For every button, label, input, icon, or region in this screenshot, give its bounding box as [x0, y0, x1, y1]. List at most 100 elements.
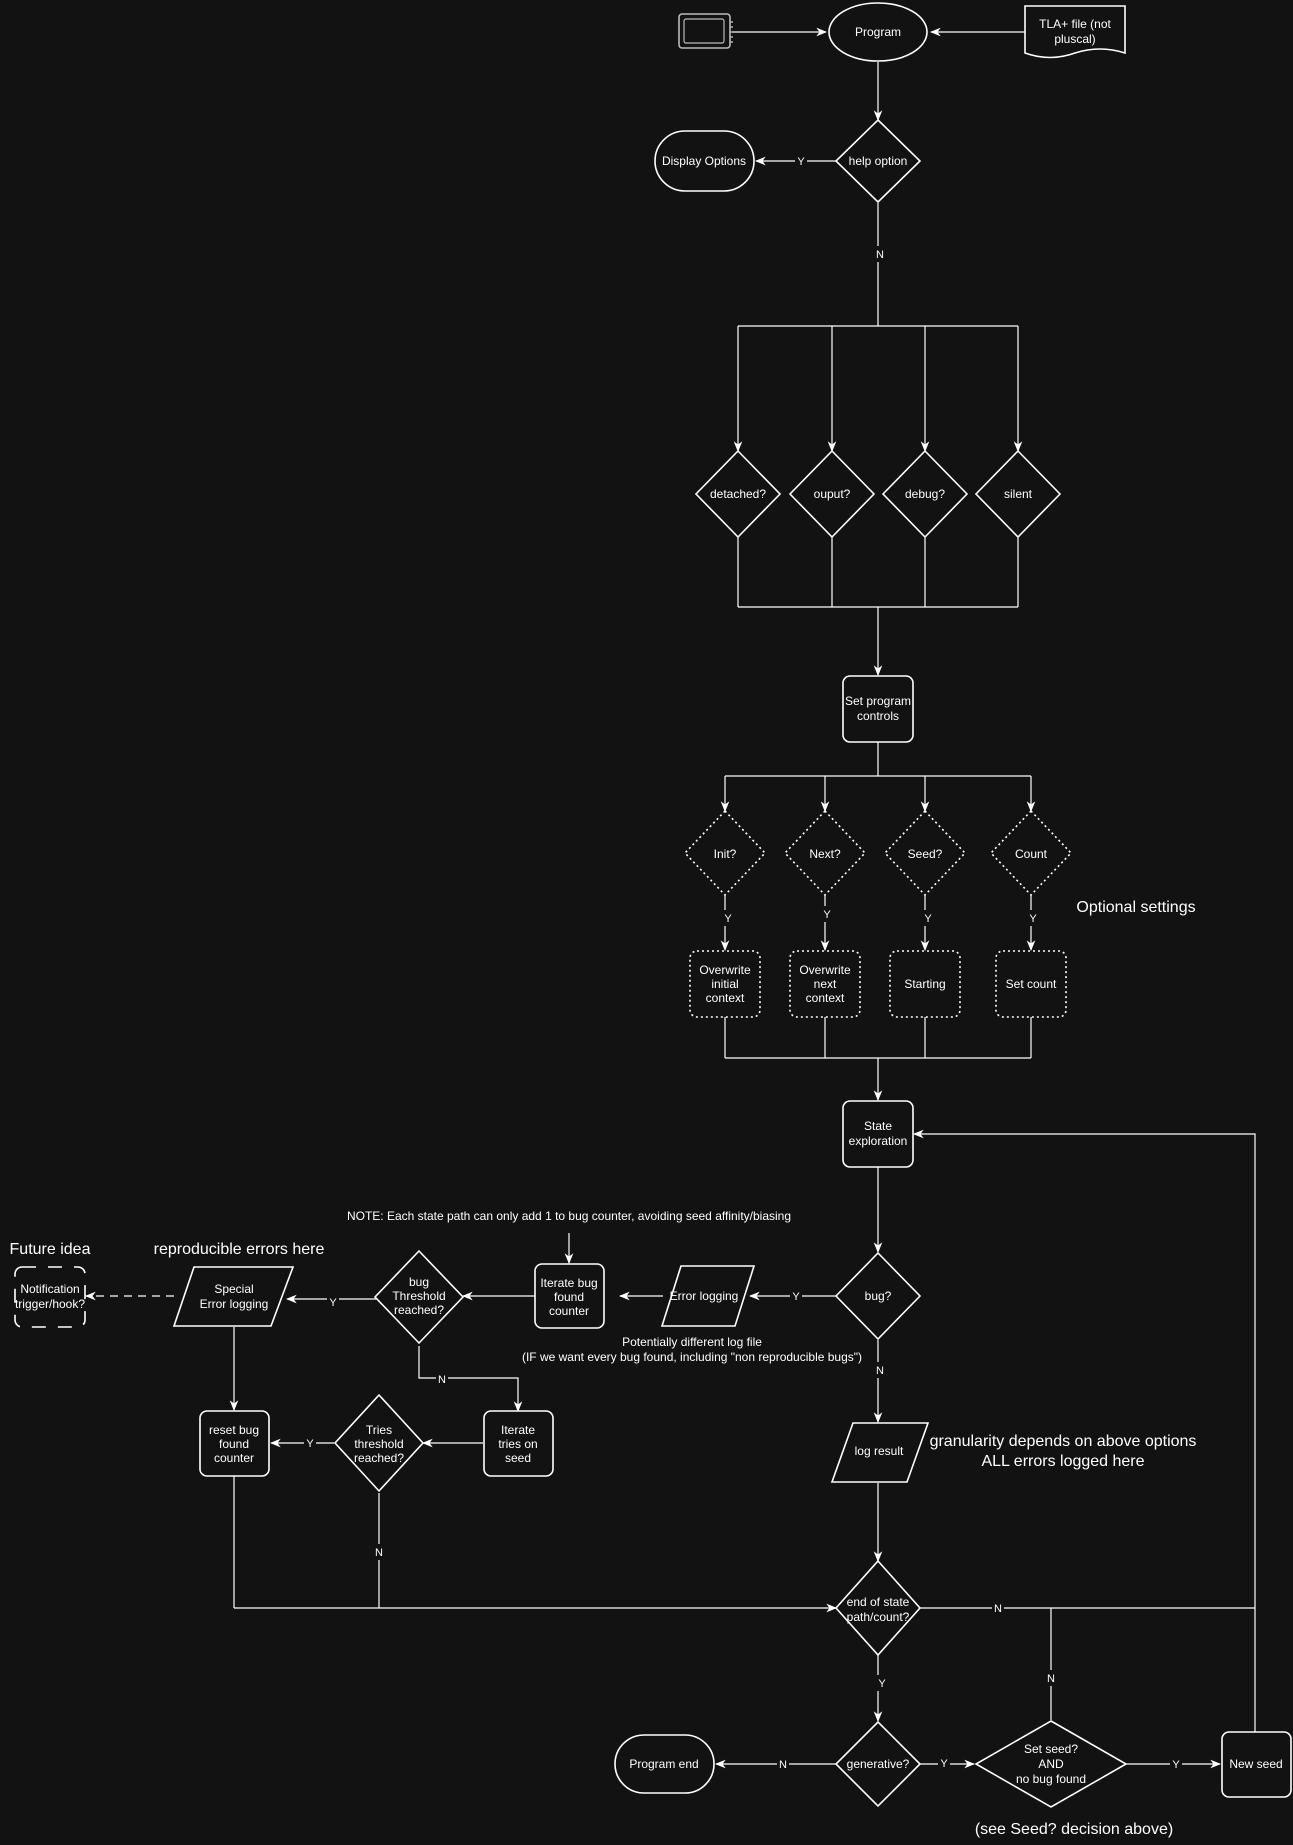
seed-label: Seed?: [908, 847, 943, 861]
set-seed-decision: Set seed? AND no bug found: [974, 1720, 1128, 1808]
notification-label-1: Notification: [20, 1282, 79, 1296]
edge-label-n: N: [375, 1547, 383, 1559]
overwrite-initial-context-node: Overwrite initial context: [689, 950, 761, 1018]
optional-settings-annotation: Optional settings: [1076, 899, 1195, 916]
overwrite-next-context-node: Overwrite next context: [789, 950, 861, 1018]
bug-threshold-label-3: reached?: [394, 1303, 444, 1317]
edge-label-n: N: [438, 1374, 446, 1386]
program-end-label: Program end: [629, 1757, 698, 1771]
iterate-tries-node: Iterate tries on seed: [483, 1410, 554, 1477]
end-state-path-decision: end of state path/count?: [834, 1559, 922, 1657]
edge-label-y: Y: [1029, 913, 1037, 925]
special-logging-label-1: Special: [214, 1282, 253, 1296]
reset-bug-label-2: found: [219, 1437, 249, 1451]
iterate-bug-counter-node: Iterate bug found counter: [534, 1263, 605, 1329]
connectors: [84, 27, 1256, 1769]
debug-label: debug?: [905, 487, 945, 501]
ow-next-label-3: context: [806, 991, 845, 1005]
program-label: Program: [855, 25, 901, 39]
iterate-bug-label-3: counter: [549, 1304, 589, 1318]
log-file-annotation-1: Potentially different log file: [622, 1335, 762, 1349]
set-program-controls-node: Set program controls: [842, 675, 914, 743]
debug-decision: debug?: [881, 449, 969, 539]
reproducible-errors-annotation: reproducible errors here: [154, 1241, 325, 1258]
edge-label-n: N: [1047, 1673, 1055, 1685]
new-seed-node: New seed: [1221, 1731, 1292, 1798]
tla-file-node: TLA+ file (not pluscal): [1024, 5, 1126, 59]
notification-hook-node: Notification trigger/hook?: [14, 1266, 86, 1328]
ow-init-label-1: Overwrite: [699, 963, 751, 977]
ssd-icon: [678, 13, 733, 49]
ow-init-label-2: initial: [711, 977, 738, 991]
tries-threshold-label-1: Tries: [366, 1423, 392, 1437]
program-end-node: Program end: [614, 1734, 715, 1794]
help-option-decision: help option: [834, 118, 922, 204]
tla-file-label-2: pluscal): [1054, 32, 1095, 46]
state-exploration-label-1: State: [864, 1119, 892, 1133]
iterate-tries-label-3: seed: [505, 1451, 531, 1465]
reset-bug-counter-node: reset bug found counter: [199, 1410, 270, 1477]
set-seed-label-3: no bug found: [1016, 1772, 1086, 1786]
edge-label-n: N: [994, 1603, 1002, 1615]
edge-label-n: N: [779, 1759, 787, 1771]
silent-decision: silent: [974, 449, 1062, 539]
edge-label-y: Y: [924, 913, 932, 925]
granularity-annotation-1: granularity depends on above options: [930, 1433, 1197, 1450]
error-logging-label: Error logging: [670, 1289, 739, 1303]
ow-next-label-2: next: [814, 977, 837, 991]
bug-threshold-decision: bug Threshold reached?: [373, 1249, 465, 1345]
starting-node: Starting: [889, 950, 961, 1018]
state-exploration-node: State exploration: [842, 1100, 914, 1168]
next-decision: Next?: [783, 809, 867, 897]
next-label: Next?: [809, 847, 841, 861]
iterate-bug-label-1: Iterate bug: [540, 1276, 597, 1290]
ouput-label: ouput?: [814, 487, 851, 501]
reset-bug-label-1: reset bug: [209, 1423, 259, 1437]
program-node: Program: [828, 2, 928, 62]
set-controls-label-2: controls: [857, 709, 899, 723]
edge-label-n: N: [876, 249, 884, 261]
seed-decision: Seed?: [883, 809, 967, 897]
log-result-label: log result: [855, 1444, 904, 1458]
bug-label: bug?: [865, 1289, 892, 1303]
note-annotation: NOTE: Each state path can only add 1 to …: [347, 1209, 791, 1223]
edge-label-y: Y: [1172, 1759, 1180, 1771]
edge-label-y: Y: [792, 1291, 800, 1303]
state-exploration-label-2: exploration: [849, 1134, 908, 1148]
edge-label-y: Y: [878, 1678, 886, 1690]
edge-label-y: Y: [306, 1438, 314, 1450]
ouput-decision: ouput?: [788, 449, 876, 539]
tries-threshold-decision: Tries threshold reached?: [333, 1393, 425, 1493]
display-options-node: Display Options: [654, 130, 755, 192]
special-error-logging-node: Special Error logging: [172, 1266, 295, 1327]
display-options-label: Display Options: [662, 154, 746, 168]
tries-threshold-label-2: threshold: [354, 1437, 403, 1451]
edge-label-y: Y: [823, 909, 831, 921]
bug-decision: bug?: [834, 1251, 922, 1341]
granularity-annotation-2: ALL errors logged here: [981, 1453, 1144, 1470]
tla-file-label-1: TLA+ file (not: [1039, 17, 1111, 31]
future-idea-annotation: Future idea: [10, 1241, 91, 1258]
log-result-node: log result: [830, 1422, 930, 1483]
generative-decision: generative?: [834, 1720, 922, 1808]
edge-label-y: Y: [797, 156, 805, 168]
notification-label-2: trigger/hook?: [15, 1297, 85, 1311]
error-logging-node: Error logging: [660, 1265, 756, 1327]
generative-label: generative?: [847, 1757, 910, 1771]
edge-label-y: Y: [329, 1297, 337, 1309]
silent-label: silent: [1004, 487, 1033, 501]
end-state-label-1: end of state: [847, 1595, 910, 1609]
set-controls-label-1: Set program: [845, 694, 911, 708]
iterate-tries-label-2: tries on: [498, 1437, 537, 1451]
help-option-label: help option: [849, 154, 908, 168]
bug-threshold-label-1: bug: [409, 1275, 429, 1289]
new-seed-label: New seed: [1229, 1757, 1282, 1771]
end-state-label-2: path/count?: [847, 1610, 910, 1624]
detached-label: detached?: [710, 487, 766, 501]
iterate-bug-label-2: found: [554, 1290, 584, 1304]
set-count-node: Set count: [995, 950, 1067, 1018]
count-decision: Count: [989, 809, 1073, 897]
see-seed-annotation: (see Seed? decision above): [975, 1821, 1173, 1838]
edge-label-y: Y: [940, 1758, 948, 1770]
edge-labels: Y N Y Y Y Y Y Y N Y N N N N Y N Y Y: [304, 153, 1182, 1772]
